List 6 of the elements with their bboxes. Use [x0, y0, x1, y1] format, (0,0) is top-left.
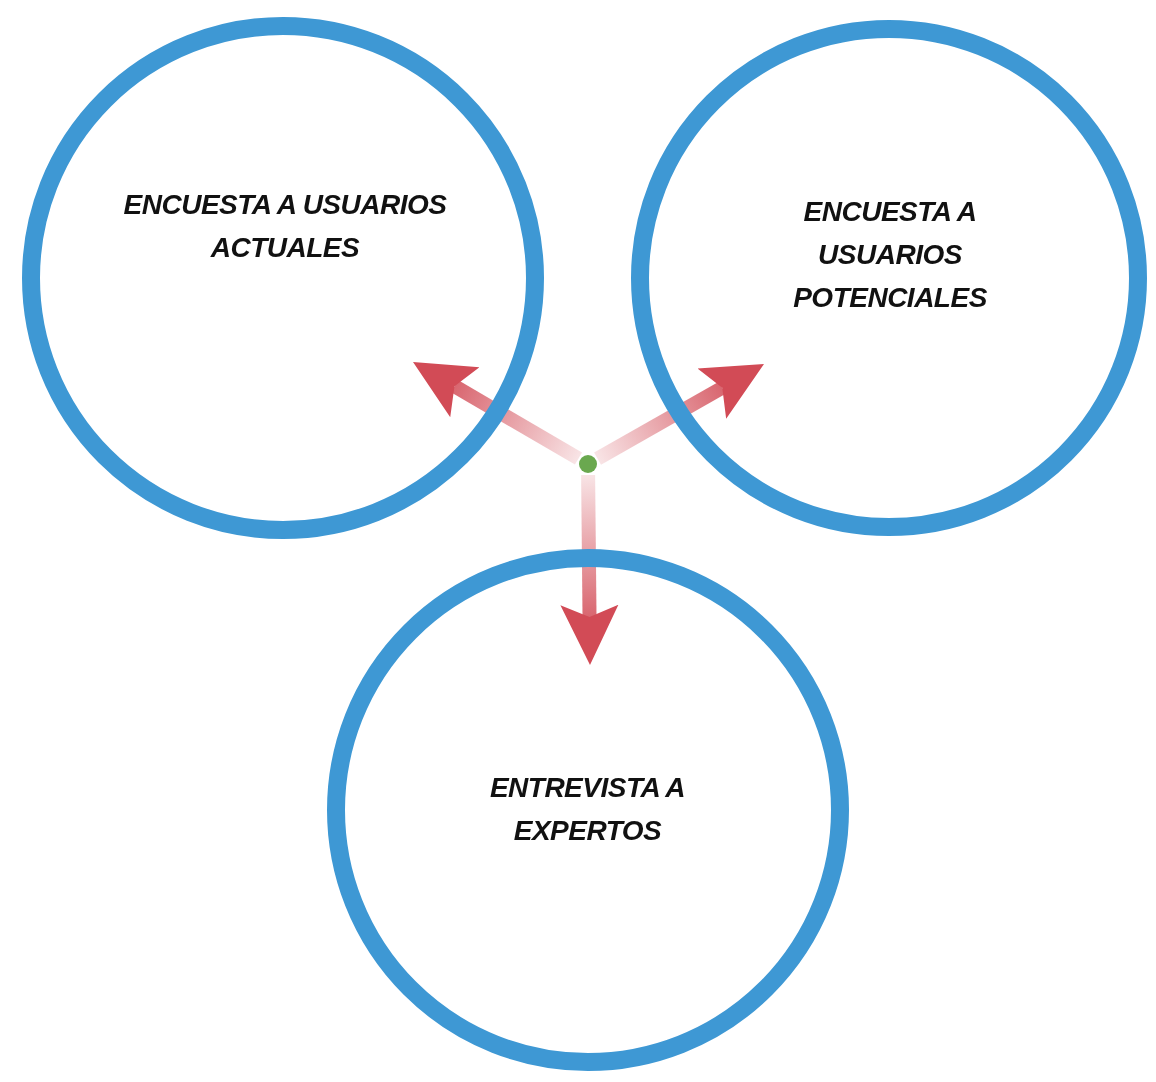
circle-label: ENTREVISTA A EXPERTOS [488, 771, 687, 848]
arrow [560, 474, 619, 665]
arrow [594, 364, 764, 465]
arrow [413, 362, 583, 465]
circle-label: ENCUESTA A USUARIOS ACTUALES [122, 188, 448, 265]
circle-label: ENCUESTA A USUARIOS POTENCIALES [792, 195, 988, 315]
